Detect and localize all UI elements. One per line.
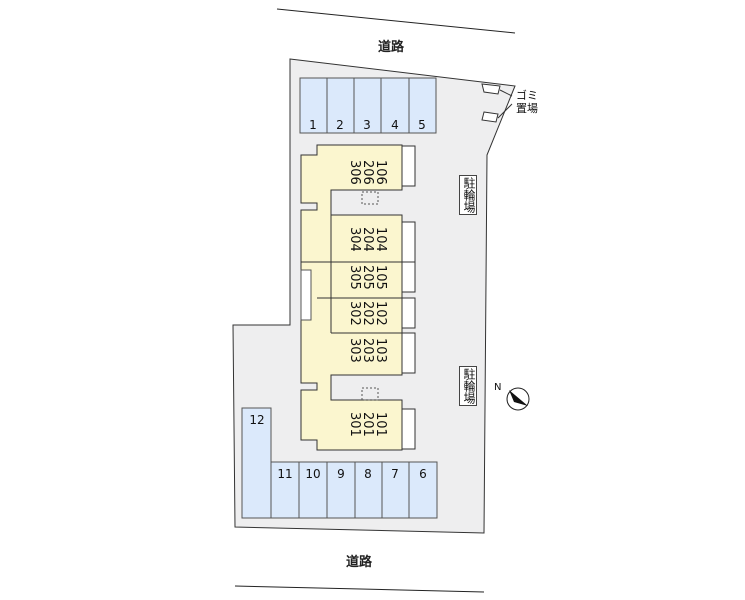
parking-spot-1: 1 [309, 118, 317, 132]
unit-206: 206 [360, 160, 375, 185]
unit-104: 104 [373, 227, 388, 252]
parking-bottom-row [241, 407, 438, 519]
north-road-label: 道路 [378, 40, 405, 55]
unit-202: 202 [360, 301, 375, 326]
unit-105: 105 [373, 265, 388, 290]
svg-text:N: N [494, 382, 501, 393]
bike-parking-label-1: 駐輪場 [459, 175, 477, 215]
parking-spot-10: 10 [305, 467, 320, 481]
unit-301: 301 [347, 412, 362, 437]
unit-306: 306 [347, 160, 362, 185]
south-road-label: 道路 [346, 555, 373, 570]
unit-204: 204 [360, 227, 375, 252]
unit-203: 203 [360, 338, 375, 363]
building [300, 144, 416, 451]
north-arrow-icon: N [494, 382, 530, 411]
unit-103: 103 [373, 338, 388, 363]
parking-top-row [299, 77, 437, 134]
unit-101: 101 [373, 412, 388, 437]
parking-spot-2: 2 [336, 118, 344, 132]
south-road-line [234, 585, 485, 593]
parking-spot-4: 4 [391, 118, 399, 132]
parking-spot-9: 9 [337, 467, 345, 481]
unit-305: 305 [347, 265, 362, 290]
north-road-line [276, 8, 516, 34]
parking-spot-5: 5 [418, 118, 426, 132]
unit-102: 102 [373, 301, 388, 326]
unit-303: 303 [347, 338, 362, 363]
parking-spot-8: 8 [364, 467, 372, 481]
unit-205: 205 [360, 265, 375, 290]
unit-106: 106 [373, 160, 388, 185]
unit-302: 302 [347, 301, 362, 326]
parking-spot-7: 7 [391, 467, 399, 481]
parking-spot-6: 6 [419, 467, 427, 481]
unit-304: 304 [347, 227, 362, 252]
trash-area-icon [481, 83, 513, 123]
parking-spot-3: 3 [363, 118, 371, 132]
parking-spot-11: 11 [277, 467, 292, 481]
bike-parking-label-2: 駐輪場 [459, 366, 477, 406]
trash-area-label: ゴミ置場 [516, 89, 544, 115]
unit-201: 201 [360, 412, 375, 437]
parking-spot-12: 12 [249, 413, 264, 427]
